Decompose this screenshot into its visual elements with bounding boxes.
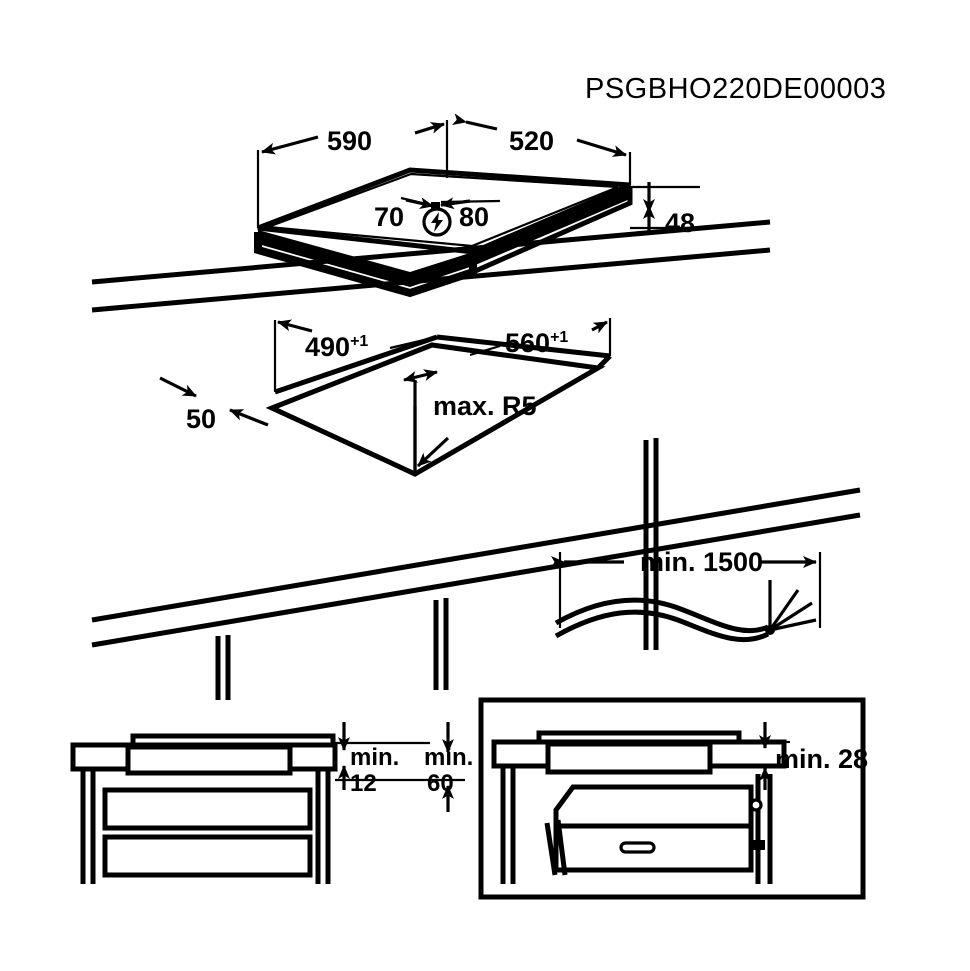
section-left-drawer-lower bbox=[102, 834, 313, 878]
dim-label-590: 590 bbox=[327, 126, 372, 156]
dim-label-70: 70 bbox=[374, 202, 404, 232]
power-cable-group: min. 1500 bbox=[551, 547, 822, 643]
drawing-title: PSGBHO220DE00003 bbox=[585, 73, 886, 105]
dim-label-80: 80 bbox=[459, 202, 489, 232]
cutout-rim-right bbox=[436, 334, 611, 359]
drawer-cabinet-section-group: min. 12 min. 60 bbox=[70, 722, 473, 884]
section-right-oven-handle bbox=[619, 841, 656, 854]
worktop-cutout-group: 490+1 560+1 50 max. R5 bbox=[91, 219, 861, 700]
dim-label-min12-word: min. bbox=[350, 744, 399, 771]
dim-label-48: 48 bbox=[665, 208, 695, 238]
dim-label-520: 520 bbox=[509, 126, 554, 156]
section-right-fixing-lower bbox=[752, 840, 765, 850]
section-left-hob-body bbox=[125, 744, 293, 776]
dim-arrow-70 bbox=[405, 197, 434, 210]
section-right-oven-leg-a bbox=[544, 822, 558, 876]
dim-label-min28: min. 28 bbox=[775, 744, 868, 774]
hob-underside-band bbox=[258, 230, 473, 287]
dim-label-560: 560+1 bbox=[505, 328, 568, 358]
dim-label-cable-length: min. 1500 bbox=[640, 547, 763, 577]
cable-wire-strands bbox=[765, 580, 817, 635]
section-right-oven-leg-b bbox=[555, 819, 568, 876]
worktop-rear-top-line bbox=[91, 219, 771, 285]
dim-arrow-50-upper bbox=[159, 376, 197, 398]
dim-arrow-r5 bbox=[403, 369, 438, 383]
dim-label-min12-value: 12 bbox=[350, 770, 377, 797]
connection-marker bbox=[431, 202, 440, 209]
section-right-hob-body bbox=[545, 741, 713, 775]
worktop-front-bottom-line bbox=[91, 512, 861, 648]
cable-line-upper bbox=[554, 597, 769, 634]
section-left-drawer-upper bbox=[102, 787, 313, 831]
dim-label-490: 490+1 bbox=[305, 332, 368, 362]
dim-arrow-520-right bbox=[576, 138, 627, 157]
dim-arrow-520-left bbox=[451, 113, 498, 131]
oven-cabinet-section-group: min. 28 bbox=[478, 697, 868, 900]
dim-arrow-560 bbox=[591, 320, 608, 334]
section-right-fixing-upper bbox=[749, 798, 763, 812]
dim-arrow-490 bbox=[277, 319, 313, 333]
dim-leader-560 bbox=[469, 344, 501, 357]
lightning-bolt-icon bbox=[422, 207, 452, 237]
dim-label-min60-value: 60 bbox=[427, 770, 454, 797]
worktop-rear-bottom-line bbox=[91, 247, 771, 313]
dim-arrow-80 bbox=[440, 197, 471, 210]
dim-leader-r5 bbox=[416, 436, 450, 468]
worktop-front-top-line bbox=[91, 487, 861, 623]
cutout-rim-left bbox=[274, 334, 438, 395]
dim-label-50: 50 bbox=[186, 404, 216, 434]
dim-arrow-590-right bbox=[414, 122, 445, 135]
dim-leader-490 bbox=[389, 335, 438, 350]
dim-label-max-r5: max. R5 bbox=[433, 391, 537, 421]
hob-perspective-group: 590 520 48 70 80 bbox=[254, 113, 700, 298]
cable-line-lower bbox=[554, 609, 770, 643]
dim-arrow-50-lower bbox=[229, 408, 269, 427]
dim-arrow-590-left bbox=[261, 135, 319, 155]
cutout-rim-corner bbox=[596, 354, 612, 370]
dim-label-min60-word: min. bbox=[424, 744, 473, 771]
